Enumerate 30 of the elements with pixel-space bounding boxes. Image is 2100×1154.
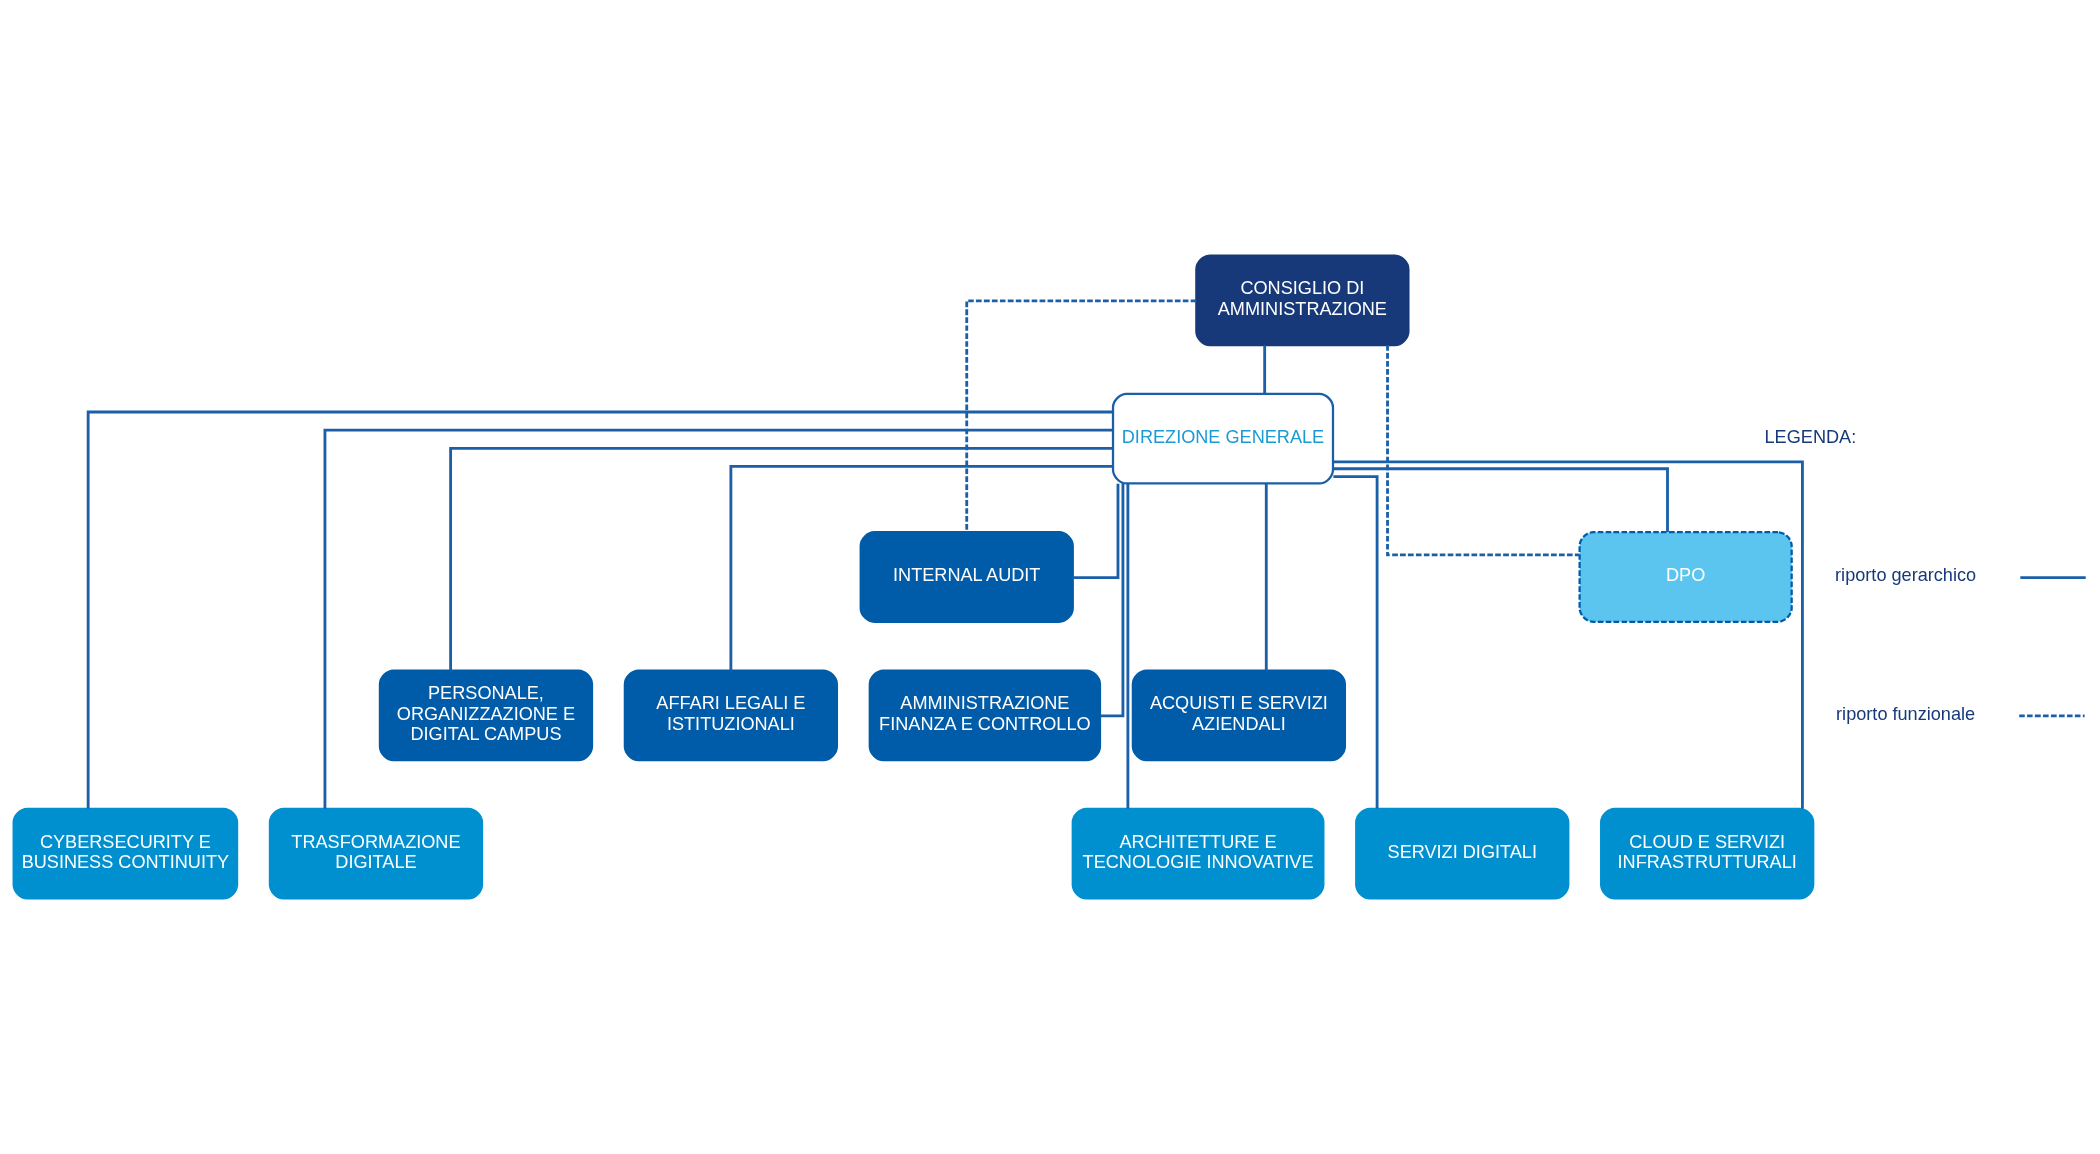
connector: [86, 410, 1113, 809]
connector: [1263, 345, 1267, 394]
legend-label: riporto gerarchico: [1835, 565, 1977, 586]
connector: [1100, 483, 1125, 718]
connector: [1073, 483, 1120, 579]
node-box: CONSIGLIO DI AMMINISTRAZIONE: [1195, 254, 1410, 347]
node-box: ARCHITETTURE E TECNOLOGIE INNOVATIVE: [1071, 807, 1325, 900]
label: LEGENDA:: [1764, 426, 1857, 447]
node-box: INTERNAL AUDIT: [859, 531, 1074, 623]
legend-label: riporto funzionale: [1836, 703, 1976, 724]
node-box: DIREZIONE GENERALE: [1111, 392, 1335, 485]
connector: [449, 446, 1113, 671]
node-box: SERVIZI DIGITALI: [1355, 807, 1570, 900]
connector: [1386, 345, 1580, 557]
node-box: TRASFORMAZIONE DIGITALE: [268, 807, 484, 900]
node-box: PERSONALE, ORGANIZZAZIONE E DIGITAL CAMPUS: [378, 669, 594, 762]
node-box: CLOUD E SERVIZI INFRASTRUTTURALI: [1600, 807, 1815, 900]
connector: [1333, 460, 1804, 809]
connector: [1264, 483, 1268, 671]
connector: [965, 299, 1197, 533]
connector: [729, 465, 1113, 671]
connector: [323, 428, 1113, 809]
node-box: CYBERSECURITY E BUSINESS CONTINUITY: [12, 807, 239, 900]
connector: [1126, 483, 1130, 809]
connector: [1333, 467, 1669, 532]
connector: [1333, 475, 1379, 809]
node-box: ACQUISTI E SERVIZI AZIENDALI: [1131, 669, 1347, 762]
node-box: AMMINISTRAZIONE FINANZA E CONTROLLO: [868, 669, 1102, 762]
node-box: AFFARI LEGALI E ISTITUZIONALI: [623, 669, 839, 762]
node-box: DPO: [1578, 531, 1793, 623]
